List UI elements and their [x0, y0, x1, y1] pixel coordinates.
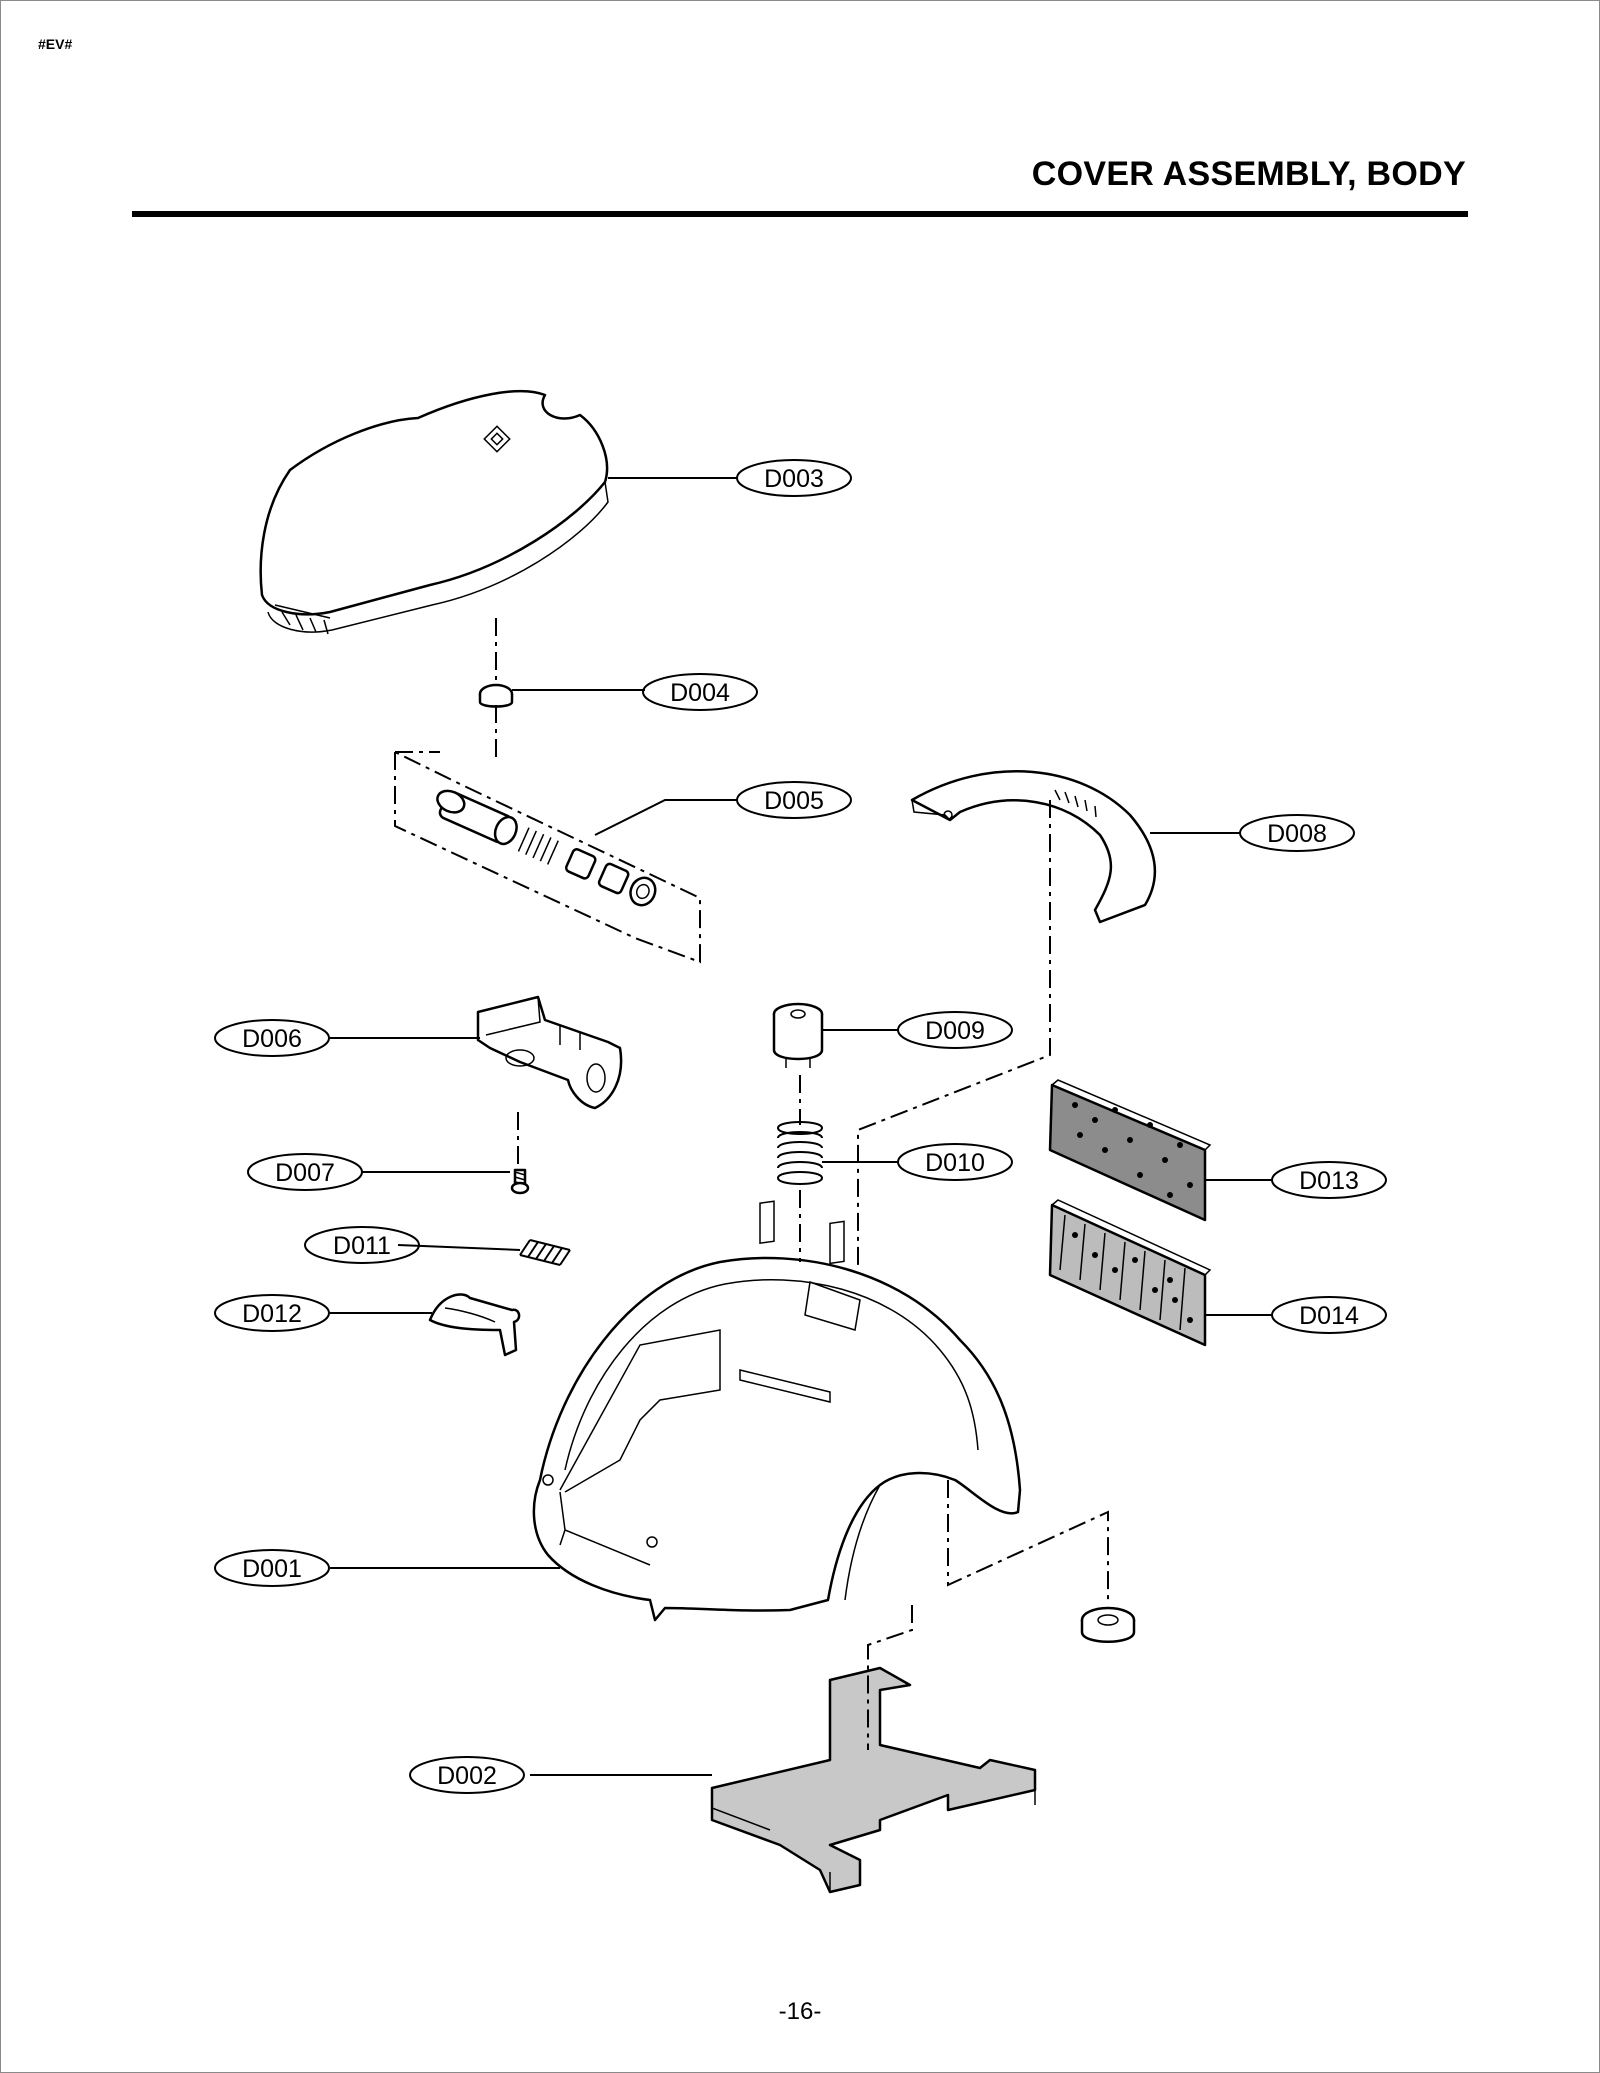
part-drawing-d001: [532, 1200, 1022, 1622]
callout-label: D007: [275, 1159, 335, 1187]
callout-d006: D006: [214, 1019, 330, 1057]
callout-d001: D001: [214, 1549, 330, 1587]
page-number: -16-: [778, 1998, 822, 2025]
callout-d012: D012: [214, 1294, 330, 1332]
callout-label: D009: [925, 1017, 985, 1045]
part-drawing-foot: [1080, 1606, 1136, 1643]
callout-d014: D014: [1271, 1296, 1387, 1334]
assembly-lines: [495, 618, 1109, 1750]
callout-label: D003: [764, 465, 824, 493]
callout-label: D002: [437, 1762, 497, 1790]
callout-label: D001: [242, 1555, 302, 1583]
callout-d009: D009: [897, 1011, 1013, 1049]
part-drawing-d005: [394, 751, 701, 964]
part-drawing-d011: [519, 1239, 571, 1266]
document-code: #EV#: [38, 36, 73, 52]
part-drawing-d009: [772, 1002, 824, 1068]
part-drawing-d013: [1048, 1079, 1212, 1222]
part-drawing-d010: [777, 1121, 823, 1185]
callout-label: D010: [925, 1149, 985, 1177]
part-drawing-d003: [259, 389, 609, 635]
callout-label: D014: [1299, 1302, 1359, 1330]
callout-label: D008: [1267, 820, 1327, 848]
part-drawing-d006: [476, 995, 623, 1110]
callout-d005: D005: [736, 781, 852, 819]
callout-d007: D007: [247, 1153, 363, 1191]
callout-d011: D011: [304, 1226, 420, 1264]
callout-label: D004: [670, 679, 730, 707]
callout-d003: D003: [736, 459, 852, 497]
callout-d010: D010: [897, 1143, 1013, 1181]
callout-label: D006: [242, 1025, 302, 1053]
part-drawing-d002: [710, 1666, 1037, 1894]
callout-label: D012: [242, 1300, 302, 1328]
part-drawing-d008: [910, 770, 1156, 924]
callout-d004: D004: [642, 673, 758, 711]
callout-d013: D013: [1271, 1161, 1387, 1199]
part-drawing-d014: [1048, 1199, 1212, 1347]
callout-label: D013: [1299, 1167, 1359, 1195]
callout-label: D005: [764, 787, 824, 815]
part-drawing-d012: [428, 1293, 521, 1357]
callout-d008: D008: [1239, 814, 1355, 852]
part-drawing-d007: [510, 1168, 530, 1195]
part-drawing-d004: [478, 683, 514, 708]
page-title: COVER ASSEMBLY, BODY: [1031, 155, 1466, 193]
callout-label: D011: [333, 1232, 391, 1260]
callout-d002: D002: [409, 1756, 525, 1794]
leader-lines: [330, 477, 1272, 1776]
title-rule: [132, 211, 1468, 217]
